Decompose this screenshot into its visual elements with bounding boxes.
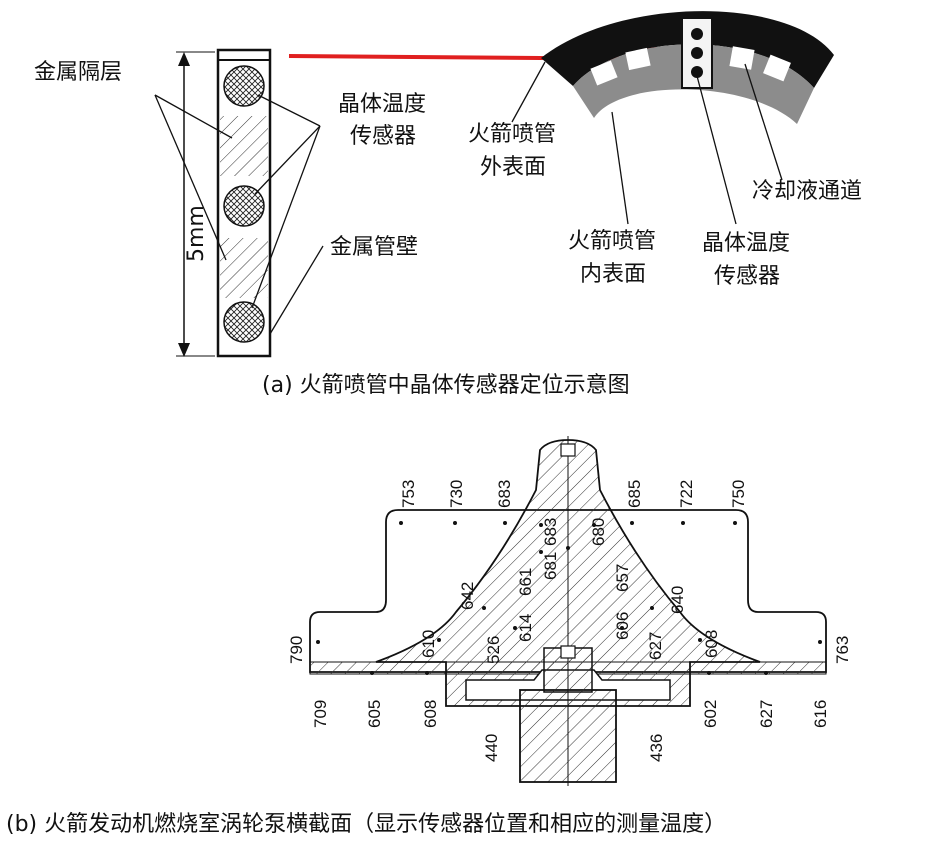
measurement-label: 627 — [757, 700, 776, 728]
nozzle-outer-label-line2: 外表面 — [480, 155, 546, 180]
crystal-sensor-label-line1: 晶体温度 — [338, 92, 426, 117]
measurement-label: 605 — [365, 700, 384, 728]
leader-lines — [154, 94, 324, 335]
nozzle-inner-label-line1: 火箭喷管 — [568, 229, 656, 254]
caption-a: (a) 火箭喷管中晶体传感器定位示意图 — [262, 373, 630, 398]
measurement-label: 683 — [541, 518, 560, 546]
dimension-line — [176, 51, 215, 357]
metal-wall-label: 金属管壁 — [330, 235, 418, 260]
nozzle-leader-lines — [511, 61, 783, 225]
sensor-strip — [216, 48, 272, 358]
measurement-label: 709 — [311, 700, 330, 728]
measurement-label: 642 — [458, 582, 477, 610]
measurement-label: 683 — [495, 480, 514, 508]
sensor-right-label-line1: 晶体温度 — [702, 231, 790, 256]
measurement-label: 616 — [811, 700, 830, 728]
measurement-label: 627 — [646, 632, 665, 660]
measurement-label: 614 — [516, 614, 535, 642]
measurement-label: 753 — [399, 480, 418, 508]
crystal-sensor-label-line2: 传感器 — [350, 124, 416, 149]
measurement-label: 680 — [589, 518, 608, 546]
nozzle-outer-label-line1: 火箭喷管 — [468, 122, 556, 147]
measurement-label: 790 — [287, 636, 306, 664]
metal-barrier-block — [220, 238, 268, 298]
measurement-label: 606 — [613, 612, 632, 640]
crystal-sensor-circle — [223, 301, 265, 343]
measurement-label: 602 — [701, 700, 720, 728]
coolant-channel — [729, 46, 755, 70]
coolant-channel-label: 冷却液通道 — [752, 179, 862, 204]
measurement-label: 440 — [482, 734, 501, 762]
nozzle-outer-shell — [541, 11, 834, 88]
measurement-label: 640 — [668, 586, 687, 614]
measurement-label: 657 — [613, 564, 632, 592]
measurement-label: 608 — [421, 700, 440, 728]
nozzle-ring — [541, 11, 834, 124]
dimension-label: 5mm — [184, 205, 209, 262]
measurement-label: 661 — [516, 568, 535, 596]
measurement-label: 608 — [702, 630, 721, 658]
turbopump-section — [309, 436, 827, 786]
measurement-label: 730 — [447, 480, 466, 508]
measurement-label: 610 — [419, 630, 438, 658]
measurement-label: 750 — [729, 480, 748, 508]
metal-barrier-label: 金属隔层 — [34, 60, 122, 85]
metal-barrier-block — [220, 116, 268, 176]
coolant-channel — [625, 47, 651, 71]
measurement-label: 436 — [647, 734, 666, 762]
nozzle-inner-label-line2: 内表面 — [580, 262, 646, 287]
caption-b: (b) 火箭发动机燃烧室涡轮泵横截面（显示传感器位置和相应的测量温度） — [6, 812, 726, 837]
sensor-dots — [316, 521, 822, 675]
measurement-labels: 753 730 683 685 722 750 683 680 681 661 … — [287, 480, 852, 762]
coolant-channel — [763, 54, 791, 82]
measurement-label: 685 — [625, 480, 644, 508]
coolant-channel — [590, 60, 618, 86]
crystal-sensor-circle — [223, 65, 265, 107]
measurement-label: 681 — [541, 552, 560, 580]
measurement-label: 722 — [677, 480, 696, 508]
measurement-label: 763 — [833, 636, 852, 664]
measurement-label: 526 — [484, 636, 503, 664]
sensor-right-label-line2: 传感器 — [714, 264, 780, 289]
crystal-sensor-circle — [223, 185, 265, 227]
